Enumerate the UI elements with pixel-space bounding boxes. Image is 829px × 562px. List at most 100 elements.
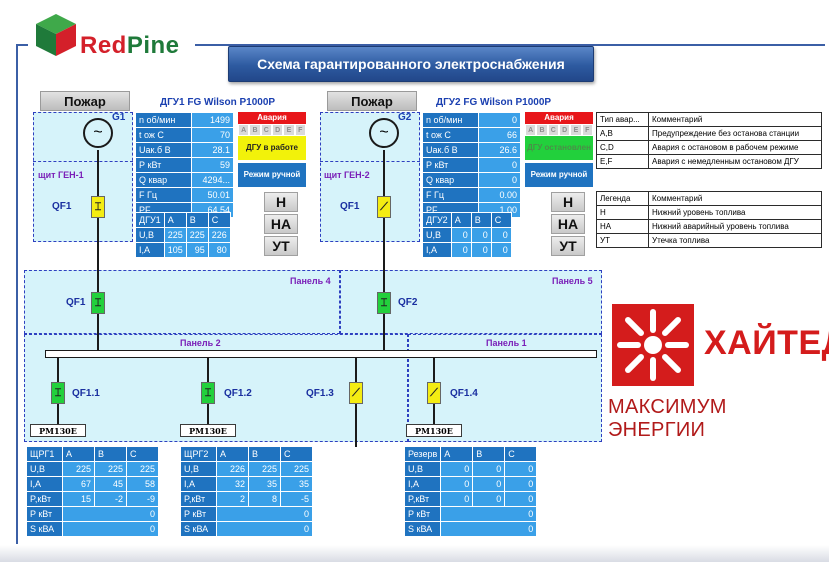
- breaker-f1[interactable]: ⌶: [51, 382, 65, 404]
- param-value: 26.6: [478, 142, 521, 158]
- feeder-label: U,B: [403, 461, 442, 477]
- breaker-f1-label: QF1.1: [72, 388, 100, 399]
- generator-1-icon[interactable]: ~: [83, 118, 113, 148]
- fire-button-2[interactable]: Пожар: [327, 91, 417, 111]
- panel-4-box: [24, 270, 340, 334]
- panel-2-label: Панель 2: [180, 338, 221, 348]
- breaker-gen2-label: QF1: [340, 201, 360, 212]
- breaker-panel4[interactable]: ⌶: [91, 292, 105, 314]
- feeder-label: I,A: [403, 476, 442, 492]
- hyted-slogan: МАКСИМУМ ЭНЕРГИИ: [608, 396, 727, 441]
- breaker-f4-label: QF1.4: [450, 388, 478, 399]
- gen1-level-low-button[interactable]: Н: [264, 192, 298, 212]
- pm-meter-2[interactable]: PM130E: [180, 424, 236, 437]
- breaker-f4[interactable]: ⟋: [427, 382, 441, 404]
- feeder-value: 225: [248, 461, 281, 477]
- legend-header: Тип авар...: [596, 112, 649, 127]
- page-title: Схема гарантированного электроснабжения: [228, 46, 594, 82]
- phase-value: 0: [450, 242, 472, 258]
- legend-header: Комментарий: [648, 112, 822, 127]
- param-label: F Гц: [135, 187, 192, 203]
- param-label: Р кВт: [422, 157, 479, 173]
- alarm-code-e: E: [570, 124, 582, 136]
- legend-code: C,D: [596, 140, 649, 155]
- gen1-mode-button[interactable]: Режим ручной: [238, 163, 306, 187]
- param-value: 0: [478, 172, 521, 188]
- feeder-total-value: 0: [62, 506, 159, 522]
- phase-header: ДГУ1: [135, 212, 165, 228]
- fire-button-1[interactable]: Пожар: [40, 91, 130, 111]
- pm-meter-3[interactable]: PM130E: [406, 424, 462, 437]
- param-label: Q квар: [135, 172, 192, 188]
- phase-value: 95: [185, 242, 209, 258]
- legend-header: Комментарий: [648, 191, 822, 206]
- generator-2-icon[interactable]: ~: [369, 118, 399, 148]
- phase-label: U,B: [422, 227, 452, 243]
- param-value: 28.1: [191, 142, 234, 158]
- gen2-level-alarm-button[interactable]: НА: [551, 214, 585, 234]
- feeder-label: U,B: [26, 461, 63, 477]
- feeder-value: 225: [62, 461, 95, 477]
- hyted-logo-icon: [612, 304, 694, 386]
- param-label: t ож C: [422, 127, 479, 143]
- param-label: Р кВт: [135, 157, 192, 173]
- phase-value: 225: [163, 227, 187, 243]
- phase-value: 80: [207, 242, 231, 258]
- phase-value: 0: [470, 227, 492, 243]
- param-value: 66: [478, 127, 521, 143]
- feeder-header: B: [248, 446, 281, 462]
- alarm-code-a: A: [238, 124, 250, 136]
- alarm-code-c: C: [260, 124, 272, 136]
- legend-comment: Авария с остановом в рабочем режиме: [648, 140, 822, 155]
- breaker-panel5[interactable]: ⌶: [377, 292, 391, 314]
- phase-value: 0: [450, 227, 472, 243]
- phase-header: ДГУ2: [422, 212, 452, 228]
- gen2-mode-button[interactable]: Режим ручной: [525, 163, 593, 187]
- gen1-leak-button[interactable]: УТ: [264, 236, 298, 256]
- panel-5-label: Панель 5: [552, 276, 593, 286]
- breaker-f3-label: QF1.3: [306, 388, 334, 399]
- feeder-value: 0: [472, 461, 506, 477]
- feeder-value: 35: [280, 476, 313, 492]
- feeder-total-label: S кВА: [180, 521, 217, 537]
- param-value: 70: [191, 127, 234, 143]
- gen2-alarm-indicator: Авария: [525, 112, 593, 124]
- breaker-f3[interactable]: ⟋: [349, 382, 363, 404]
- breaker-f2[interactable]: ⌶: [201, 382, 215, 404]
- gen1-alarm-indicator: Авария: [238, 112, 306, 124]
- breaker-gen2[interactable]: ⟋: [377, 196, 391, 218]
- feeder-total-label: P кВт: [26, 506, 63, 522]
- feeder-value: 0: [472, 476, 506, 492]
- breaker-gen1[interactable]: ⌶: [91, 196, 105, 218]
- frame-top-line-left: [16, 44, 28, 46]
- gen1-level-alarm-button[interactable]: НА: [264, 214, 298, 234]
- phase-value: 0: [490, 227, 512, 243]
- gen2-status-indicator: ДГУ остановлен: [525, 136, 593, 160]
- pm-meter-1[interactable]: PM130E: [30, 424, 86, 437]
- gen2-leak-button[interactable]: УТ: [551, 236, 585, 256]
- feeder-label: P,кВт: [180, 491, 217, 507]
- gen2-level-low-button[interactable]: Н: [551, 192, 585, 212]
- legend-code: УТ: [596, 233, 649, 248]
